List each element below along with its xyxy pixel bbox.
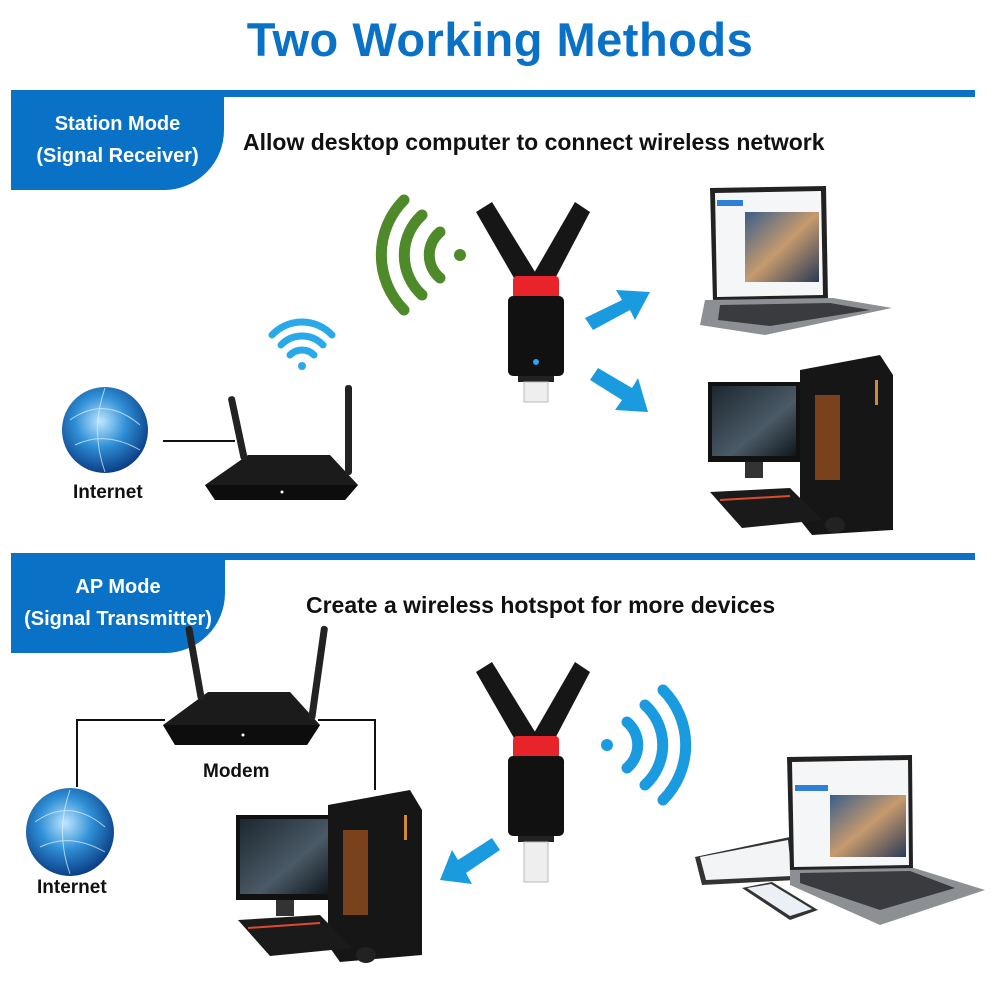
tab-subtitle: (Signal Transmitter) [24,608,212,630]
tab-subtitle: (Signal Receiver) [36,145,199,167]
modem-label: Modem [203,761,270,782]
globe-icon [26,788,114,876]
arrow-icon [440,838,500,884]
usb-wifi-adapter [476,202,590,403]
cable-line [76,719,376,790]
arrow-icon [585,290,650,412]
internet-label: Internet [73,482,143,503]
page-title: Two Working Methods [246,13,754,66]
router-icon [205,385,358,500]
station-mode-description: Allow desktop computer to connect wirele… [243,129,825,155]
ap-mode-description: Create a wireless hotspot for more devic… [306,592,776,618]
phone-icon [742,882,818,920]
wifi-signal-icon [268,318,336,370]
internet-label: Internet [37,877,107,898]
station-mode-tab: Station Mode (Signal Receiver) [11,90,224,190]
desktop-pc-icon [708,355,893,535]
wifi-signal-icon [375,194,466,316]
desktop-pc-icon [236,790,422,963]
laptop-icon [700,186,892,335]
section-divider [11,553,975,560]
section-divider [11,90,975,97]
wifi-signal-icon [601,684,692,806]
tab-title: Station Mode [54,113,181,135]
tablet-icon [695,837,796,885]
globe-icon [62,387,148,473]
tab-title: AP Mode [75,576,161,598]
router-icon [163,625,328,745]
usb-wifi-adapter [476,662,590,883]
laptop-icon [787,755,985,925]
